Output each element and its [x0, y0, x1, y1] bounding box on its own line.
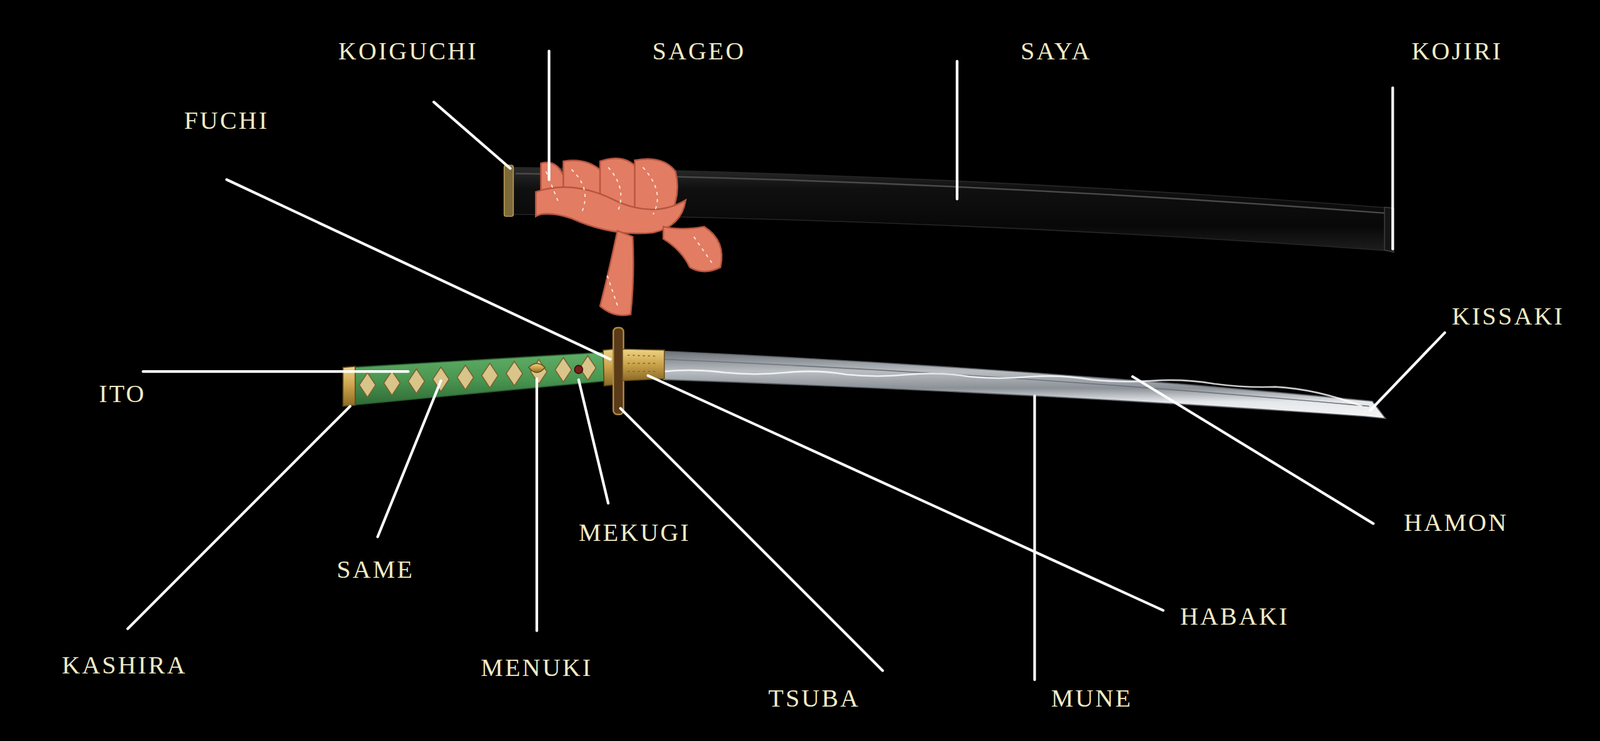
sageo-weave — [571, 169, 585, 213]
sageo-tassel — [663, 226, 722, 272]
part-label: MEKUGI — [578, 520, 691, 545]
ito-wrap — [350, 351, 610, 405]
same-diamond — [555, 357, 572, 382]
same-diamond — [432, 366, 449, 392]
part-label: SAME — [336, 556, 415, 582]
sageo-pattern — [546, 167, 713, 309]
part-label: HAMON — [1403, 510, 1509, 535]
leader-line — [433, 101, 510, 169]
sageo-weave — [607, 275, 619, 309]
same-windows — [359, 355, 597, 397]
menuki-ornament — [528, 363, 545, 373]
same-diamond — [457, 365, 474, 390]
leader-line — [226, 179, 611, 359]
sageo-weave — [608, 167, 621, 213]
leader-line — [648, 375, 1164, 610]
part-label: KOJIRI — [1411, 38, 1503, 64]
part-label: KOIGUCHI — [338, 38, 478, 64]
part-label: SAYA — [1020, 38, 1092, 64]
part-label: KASHIRA — [61, 652, 187, 678]
sageo-weave — [693, 236, 712, 264]
leader-lines — [127, 51, 1445, 680]
leader-line — [1033, 395, 1036, 680]
hamon-line — [663, 370, 1362, 407]
leader-line — [955, 61, 959, 199]
koiguchi-band — [504, 165, 514, 217]
leader-line — [1370, 332, 1445, 410]
same-diamond — [506, 361, 523, 386]
leader-line — [127, 406, 350, 629]
part-label: ITO — [98, 381, 147, 407]
part-label: KISSAKI — [1451, 303, 1565, 329]
part-label: TSUBA — [768, 685, 860, 711]
leader-line — [1391, 87, 1394, 249]
leader-line — [1132, 376, 1374, 524]
leader-line — [143, 370, 409, 373]
part-label: SAGEO — [652, 38, 746, 64]
leader-line — [535, 378, 539, 631]
same-diamond — [383, 370, 400, 395]
leader-line — [578, 379, 609, 504]
part-label: HABAKI — [1180, 603, 1290, 629]
blade — [663, 350, 1386, 419]
part-label: MUNE — [1051, 685, 1134, 711]
same-diamond — [359, 372, 376, 397]
part-label: FUCHI — [183, 108, 269, 134]
shinogi-line — [663, 359, 1370, 407]
same-diamond — [481, 363, 499, 388]
blade-body — [663, 350, 1386, 419]
habaki-collar — [622, 348, 665, 381]
mekugi-peg — [574, 365, 583, 374]
part-label: MENUKI — [480, 655, 593, 680]
sageo-weave — [643, 167, 658, 215]
leader-line — [377, 380, 441, 537]
same-diamond — [408, 368, 425, 394]
sageo-tassel — [600, 230, 634, 315]
sageo — [535, 158, 722, 315]
leader-line — [547, 51, 550, 180]
habaki-texture — [627, 355, 659, 372]
